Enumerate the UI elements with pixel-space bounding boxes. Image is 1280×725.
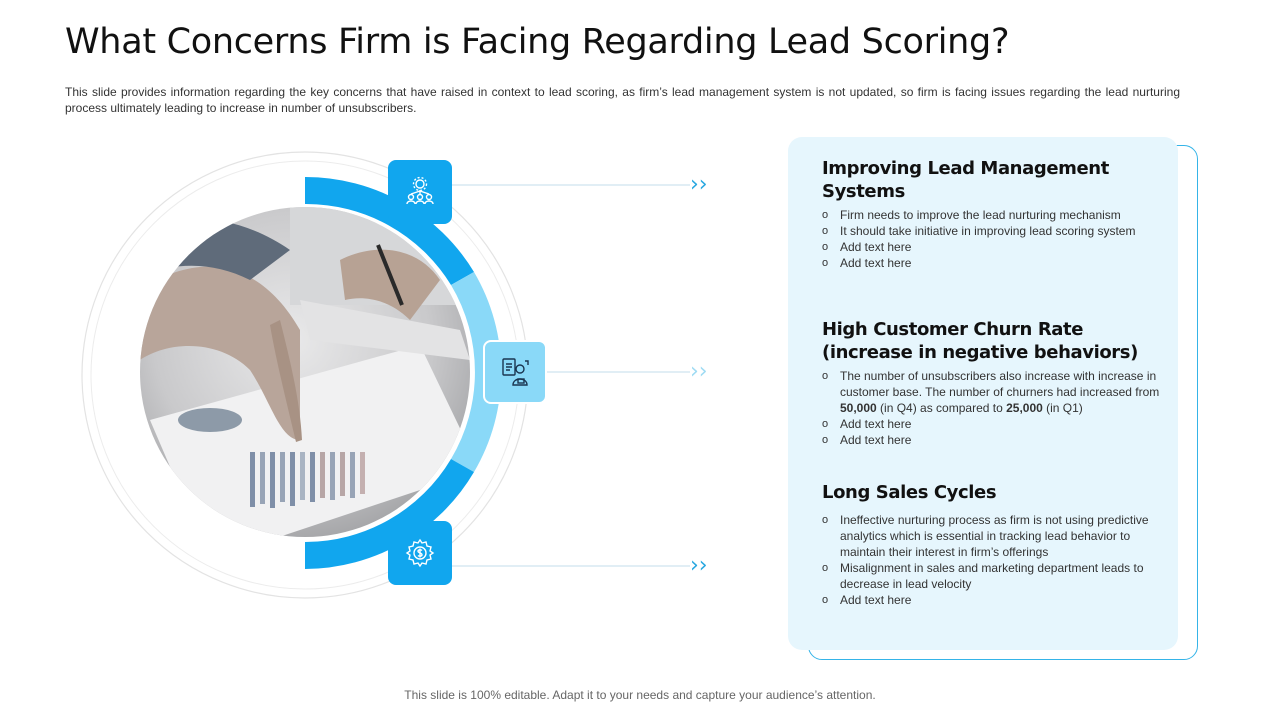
footer-note: This slide is 100% editable. Adapt it to… (404, 688, 876, 702)
bullet-list: The number of unsubscribers also increas… (822, 368, 1162, 448)
bullet-item: Add text here (822, 432, 1162, 448)
bullet-item: Add text here (822, 416, 1162, 432)
bullet-item: Firm needs to improve the lead nurturing… (822, 207, 1162, 223)
bullet-item: Add text here (822, 239, 1162, 255)
bullet-item: The number of unsubscribers also increas… (822, 368, 1162, 416)
icon-box-top (388, 160, 452, 224)
icon-box-bottom (388, 521, 452, 585)
bullet-item: Ineffective nurturing process as firm is… (822, 512, 1162, 560)
circle-visual: ›› ›› ›› (81, 151, 708, 599)
section-lead-management: Improving Lead Management Systems Firm n… (822, 157, 1162, 271)
section-title: High Customer Churn Rate (increase in ne… (822, 319, 1138, 363)
bullet-list: Ineffective nurturing process as firm is… (822, 512, 1162, 608)
management-network-icon (406, 176, 434, 205)
icon-box-middle (483, 340, 547, 404)
settings-dollar-gear-icon (405, 538, 435, 568)
bullet-item: Misalignment in sales and marketing depa… (822, 560, 1162, 592)
slide-description: This slide provides information regardin… (65, 85, 1180, 115)
arc-top (305, 176, 474, 285)
bullet-item: Add text here (822, 255, 1162, 271)
section-title: Improving Lead Management Systems (822, 158, 1109, 202)
bullet-item: Add text here (822, 592, 1162, 608)
section-churn-rate: High Customer Churn Rate (increase in ne… (822, 318, 1162, 448)
arrow-bottom-icon: ›› (690, 553, 708, 578)
page-title: What Concerns Firm is Facing Regarding L… (65, 22, 1010, 62)
bullet-list: Firm needs to improve the lead nurturing… (822, 207, 1162, 271)
arrow-middle-icon: ›› (690, 359, 708, 384)
arc-middle (451, 272, 502, 472)
section-title: Long Sales Cycles (822, 482, 997, 503)
section-sales-cycles: Long Sales Cycles Ineffective nurturing … (822, 481, 1162, 608)
arc-bottom (305, 459, 474, 569)
arrow-top-icon: ›› (690, 172, 708, 197)
ring-graphic (81, 151, 690, 599)
photo-bar-chart (250, 452, 365, 508)
bullet-item: It should take initiative in improving l… (822, 223, 1162, 239)
user-dashboard-icon (502, 358, 529, 386)
